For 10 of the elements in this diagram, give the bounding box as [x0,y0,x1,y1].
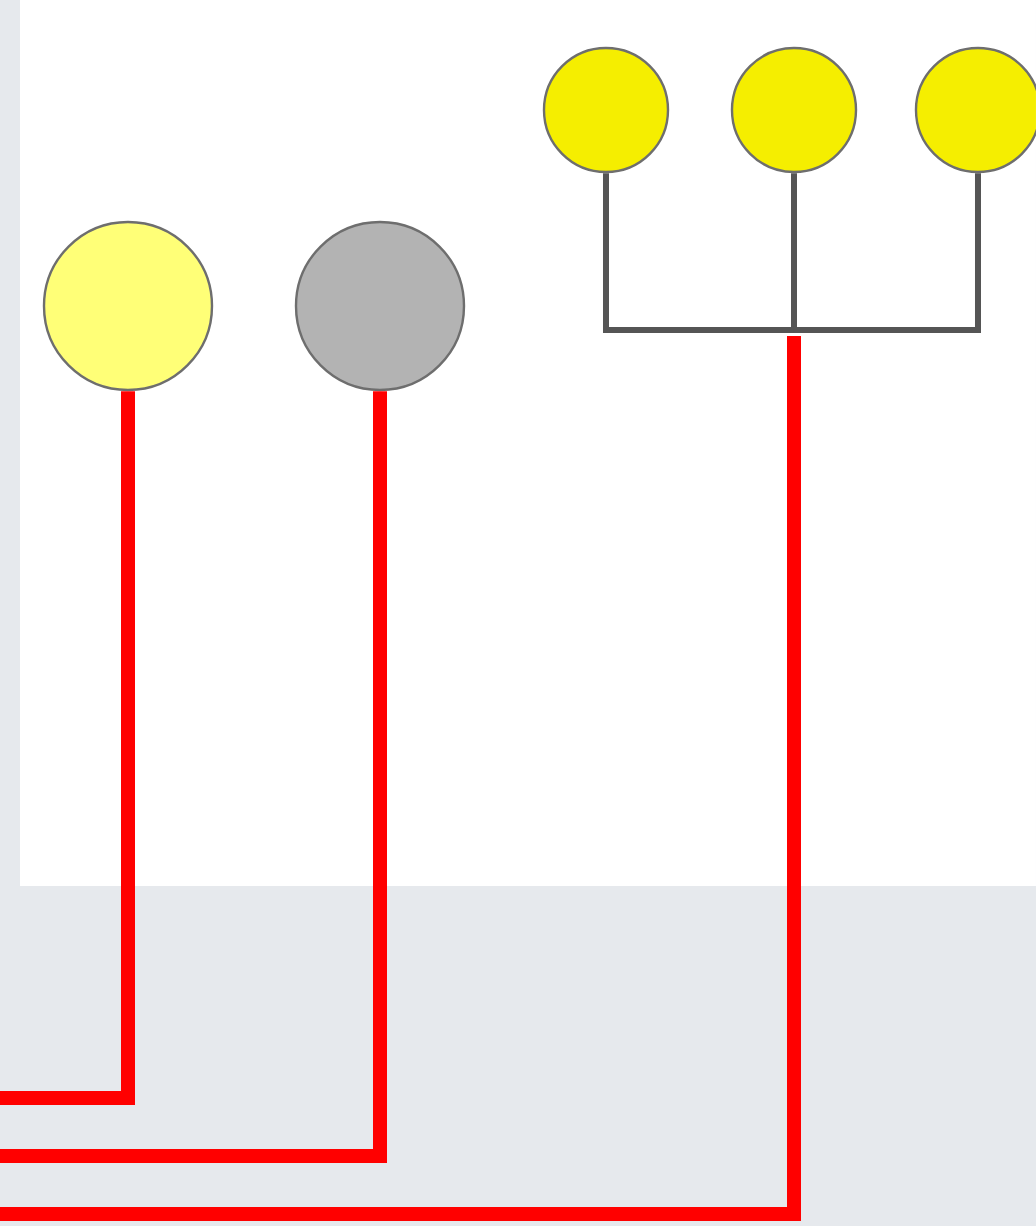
wire [0,391,387,1163]
circle-node [294,220,466,392]
wire [603,173,794,333]
circle-node [730,46,858,174]
wire [791,173,797,330]
wire [0,391,135,1105]
circle-node [42,220,214,392]
circle-node [914,46,1036,174]
wire [794,173,981,333]
circle-node [542,46,670,174]
